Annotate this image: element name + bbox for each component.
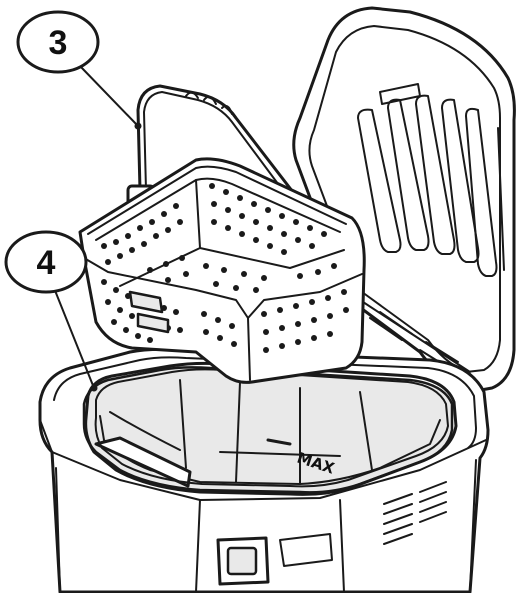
- callout-3: 3: [18, 12, 142, 130]
- callout-3-label: 3: [49, 24, 68, 62]
- callout-4-label: 4: [37, 244, 56, 282]
- control-display: [228, 548, 256, 574]
- callout-3-pointer-dot: [135, 123, 142, 130]
- callout-4-pointer-dot: [91, 385, 98, 392]
